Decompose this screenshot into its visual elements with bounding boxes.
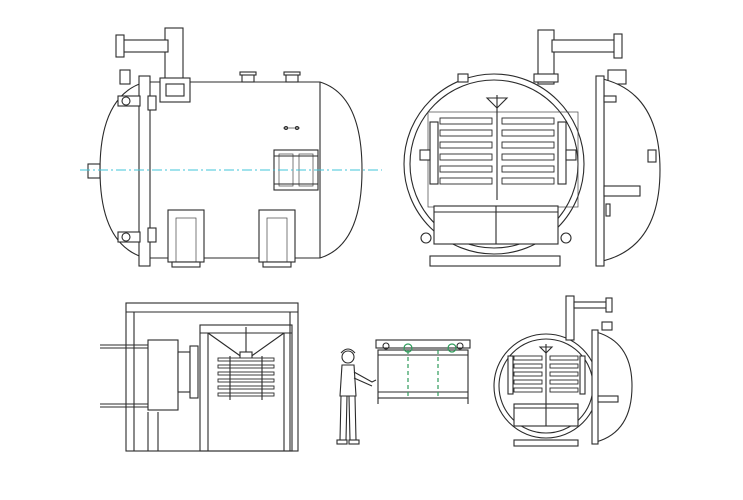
- tray-rack-left: [439, 117, 493, 185]
- operator-figure: [336, 348, 377, 445]
- small-front-view: [493, 295, 633, 447]
- side-elevation-view: [80, 27, 382, 268]
- section-view: [100, 302, 299, 452]
- front-open-view: [403, 29, 661, 267]
- small-tray-rack: [513, 355, 579, 393]
- hanging-tray-rack: [217, 356, 275, 400]
- tray-rack-right: [501, 117, 555, 185]
- tray-cart: [375, 339, 471, 404]
- operator-and-cart-view: [336, 339, 471, 445]
